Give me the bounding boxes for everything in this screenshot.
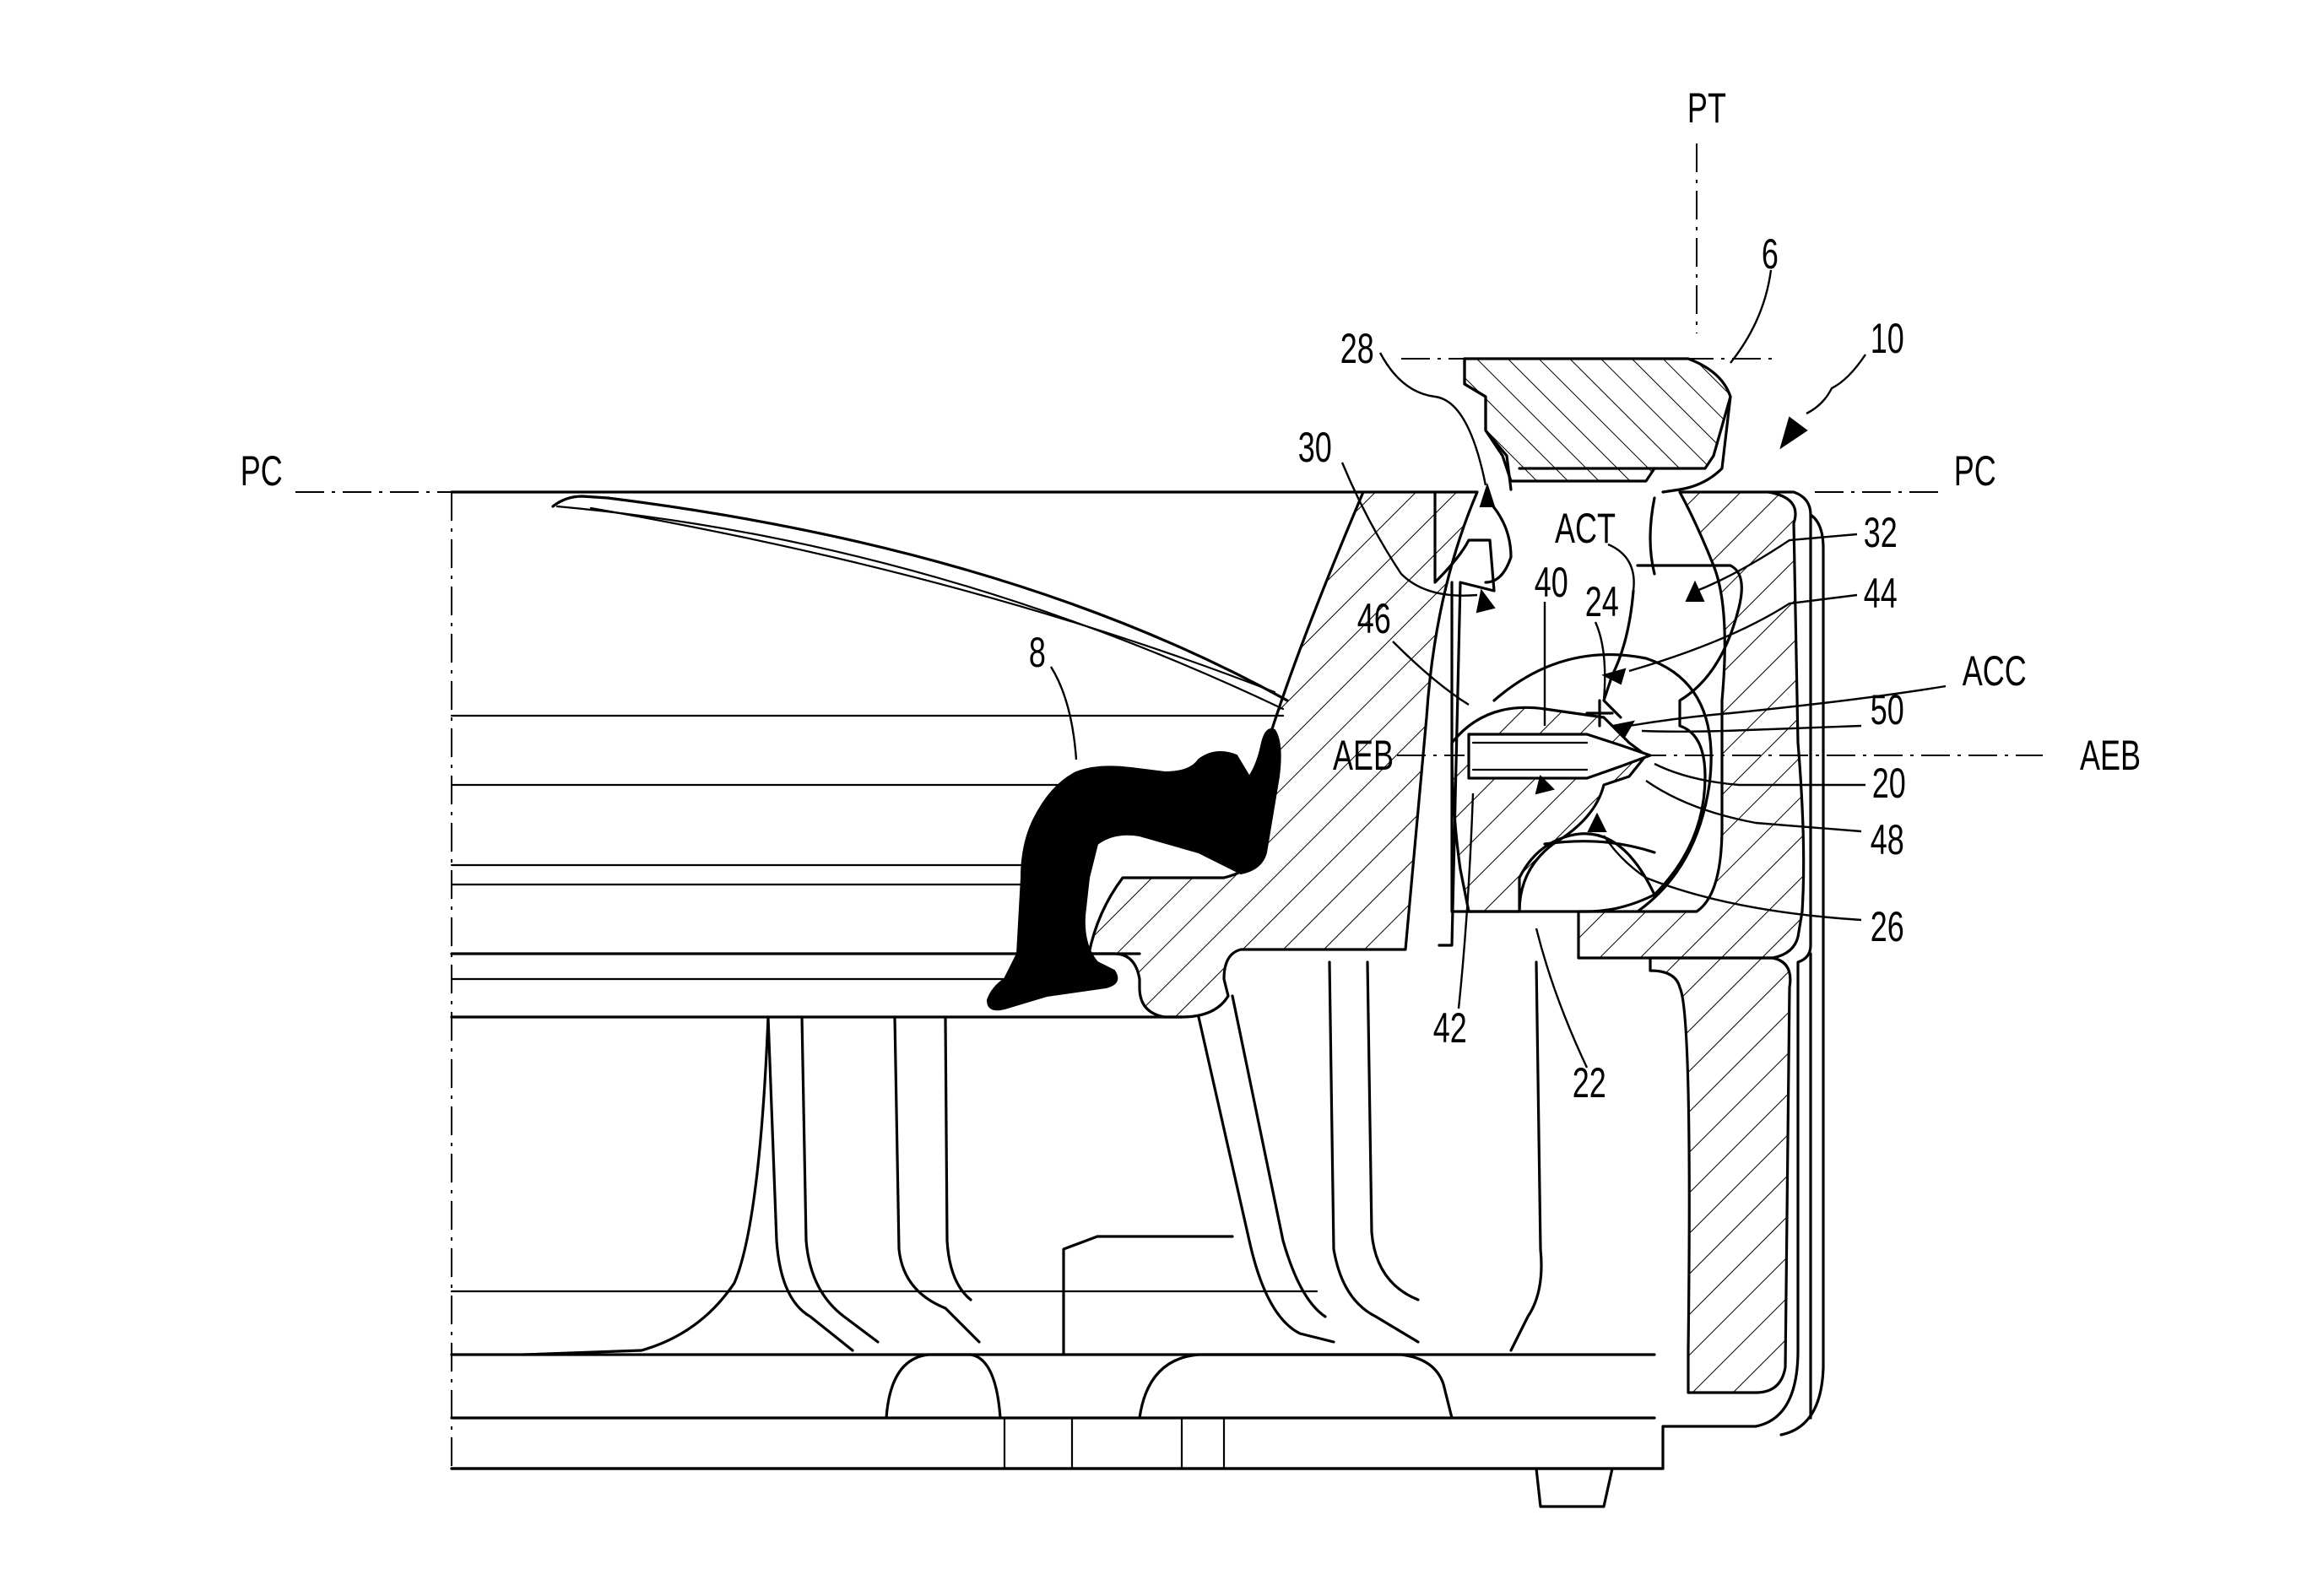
leader-lines — [1049, 269, 1947, 1069]
leader-6 — [1730, 269, 1773, 364]
rim-curve-outer — [551, 495, 1289, 702]
leader-32 — [1696, 533, 1858, 592]
leader-30 — [1340, 462, 1478, 597]
arrow-50 — [1610, 720, 1635, 738]
label-acc: ACC — [1963, 648, 2027, 695]
cavity-right-curve — [1585, 564, 1743, 913]
seal-channel — [1433, 482, 1743, 947]
leader-20 — [1654, 762, 1865, 787]
label-24: 24 — [1585, 579, 1619, 625]
outer-shell — [450, 490, 1812, 1470]
clamp-right-profile — [1661, 395, 1732, 494]
label-aeb-right: AEB — [2080, 733, 2141, 779]
lower-rib-7 — [1328, 960, 1420, 1344]
arrow-46 — [1535, 775, 1555, 795]
outer-shell-2 — [1779, 513, 1825, 1436]
leader-24 — [1594, 621, 1606, 701]
label-32: 32 — [1864, 510, 1898, 556]
bottom-foot-2 — [1138, 1353, 1454, 1420]
leader-48 — [1645, 780, 1862, 833]
label-10: 10 — [1871, 316, 1904, 362]
label-6: 6 — [1762, 231, 1779, 278]
label-46: 46 — [1357, 596, 1391, 642]
leader-46 — [1392, 641, 1470, 706]
rim-curve-inner2 — [555, 505, 1285, 711]
label-44: 44 — [1864, 571, 1898, 617]
lower-rib-3 — [893, 1015, 981, 1344]
leader-22 — [1535, 928, 1589, 1069]
label-30: 30 — [1298, 425, 1332, 471]
label-pt: PT — [1687, 85, 1726, 132]
arrow-26 — [1587, 812, 1607, 832]
label-48: 48 — [1871, 817, 1904, 863]
lower-rib-8 — [1366, 960, 1420, 1301]
rim-curve-inner — [589, 506, 1276, 694]
label-act: ACT — [1555, 506, 1616, 552]
label-50: 50 — [1871, 687, 1904, 733]
label-42: 42 — [1433, 1005, 1467, 1052]
label-pc-right: PC — [1954, 448, 1996, 495]
hook-22 — [1518, 832, 1656, 913]
bottom-tab — [1535, 1467, 1614, 1508]
arrow-44 — [1601, 668, 1627, 685]
leader-act — [1607, 543, 1635, 592]
lower-rib-6 — [1231, 994, 1327, 1318]
cross-mark — [1585, 699, 1614, 728]
chamber-left-wall — [1433, 490, 1496, 947]
label-pc-left: PC — [241, 448, 283, 495]
leader-10 — [1806, 354, 1866, 415]
leader-42 — [1457, 793, 1475, 1009]
label-28: 28 — [1340, 326, 1374, 372]
lower-rib-4 — [944, 1015, 972, 1301]
label-8: 8 — [1029, 630, 1046, 676]
arrow-32 — [1685, 580, 1705, 602]
label-40: 40 — [1535, 560, 1568, 606]
clamp-outline — [1463, 357, 1513, 491]
arrow-28 — [1479, 482, 1496, 507]
seal-lip-26 — [1543, 840, 1656, 854]
leader-acc — [1628, 684, 1947, 728]
arrow-30 — [1476, 588, 1496, 614]
label-22: 22 — [1573, 1060, 1606, 1106]
labels: PT 6 10 28 PC PC 30 ACT 32 40 24 44 46 8… — [241, 85, 2141, 1106]
leader-44 — [1628, 593, 1858, 673]
label-aeb-left: AEB — [1333, 733, 1394, 779]
lower-curve-left — [522, 1015, 770, 1356]
outer-housing-hatched — [1577, 490, 1806, 960]
pin-20 — [1467, 733, 1652, 780]
leader-26 — [1603, 835, 1862, 922]
label-26: 26 — [1871, 904, 1904, 950]
wall-section-hatched — [1087, 490, 1479, 1019]
bottom-foot-1 — [885, 1353, 1002, 1420]
label-20: 20 — [1872, 760, 1906, 807]
right-wall-hatched — [1649, 956, 1792, 1394]
handle-8 — [986, 728, 1281, 1011]
lower-rib-9 — [1509, 960, 1543, 1352]
tab-32 — [1649, 496, 1656, 576]
tab-28 — [1484, 496, 1513, 584]
container-body — [450, 490, 1825, 1508]
leader-50 — [1641, 724, 1862, 733]
bottom-step — [1062, 1235, 1234, 1356]
leader-28 — [1378, 352, 1487, 486]
axes — [295, 143, 2043, 1469]
upper-clamp — [1463, 357, 1732, 494]
lower-rib-1 — [766, 1015, 854, 1352]
clamp-hatched — [1463, 357, 1732, 483]
cavity-spherical — [1492, 653, 1713, 913]
lower-rib-5 — [1197, 1015, 1335, 1344]
leader-10-arrow — [1779, 416, 1808, 450]
lower-rib-2 — [800, 1015, 880, 1344]
leader-8 — [1049, 666, 1078, 760]
